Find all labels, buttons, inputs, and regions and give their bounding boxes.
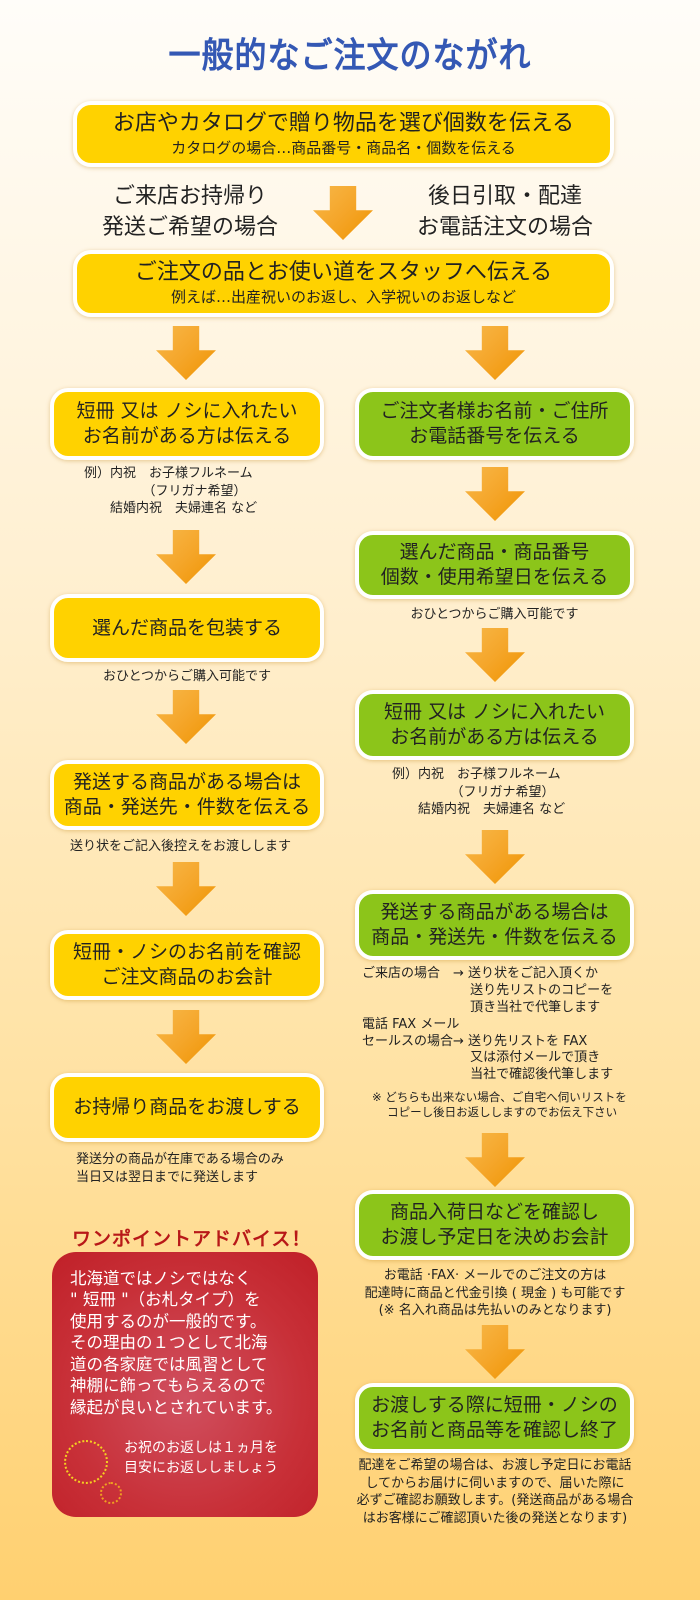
step-label: ご注文者様お名前・ご住所 お電話番号を伝える	[380, 400, 609, 447]
step-label: 短冊 又は ノシに入れたい お名前がある方は伝える	[76, 400, 298, 447]
step-label: 選んだ商品を包装する	[91, 616, 282, 639]
arrow-down-icon	[465, 628, 525, 682]
step-label: 商品入荷日などを確認し お渡し予定日を決めお会計	[380, 1201, 609, 1248]
right-step-3: 短冊 又は ノシに入れたい お名前がある方は伝える	[355, 690, 634, 760]
arrow-down-icon	[156, 862, 216, 916]
arrow-down-icon	[156, 326, 216, 380]
right-note-5: お電話 ·FAX· メールでのご注文の方は 配達時に商品と代金引換 ( 現金 )…	[364, 1268, 626, 1319]
step-label: お持帰り商品をお渡しする	[73, 1096, 301, 1119]
left-step-3: 発送する商品がある場合は 商品・発送先・件数を伝える	[50, 760, 324, 830]
advice-body: 北海道ではノシではなく " 短冊 "（お札タイプ）を 使用するのが一般的です。 …	[70, 1269, 283, 1417]
flower-icon	[64, 1440, 108, 1484]
step-line1: お店やカタログで贈り物品を選び個数を伝える	[112, 110, 575, 136]
route-left-label: ご来店お持帰り 発送ご希望の場合	[101, 184, 278, 240]
step-line2: カタログの場合…商品番号・商品名・個数を伝える	[171, 138, 516, 157]
step-label: お渡しする際に短冊・ノシの お名前と商品等を確認し終了	[370, 1394, 618, 1441]
arrow-down-icon	[465, 1325, 525, 1379]
arrow-down-icon	[313, 186, 373, 240]
right-note-2: おひとつからご購入可能です	[410, 607, 579, 622]
right-note-4: ご来店の場合 → 送り状をご記入頂くか 送り先リストのコピーを 頂き当社で代筆し…	[362, 966, 614, 1083]
route-right-label: 後日引取・配達 お電話注文の場合	[416, 184, 593, 240]
left-step-5: お持帰り商品をお渡しする	[50, 1073, 324, 1142]
step-line2: 例えば…出産祝いのお返し、入学祝いのお返しなど	[170, 288, 516, 307]
step-tell-usage: ご注文の品とお使い道をスタッフへ伝える 例えば…出産祝いのお返し、入学祝いのお返…	[73, 250, 614, 317]
flower-icon	[100, 1482, 122, 1504]
right-step-4: 発送する商品がある場合は 商品・発送先・件数を伝える	[355, 890, 634, 960]
left-note-2: おひとつからご購入可能です	[102, 669, 272, 684]
step-label: 発送する商品がある場合は 商品・発送先・件数を伝える	[63, 771, 311, 818]
right-step-6: お渡しする際に短冊・ノシの お名前と商品等を確認し終了	[355, 1383, 634, 1453]
step-label: 短冊・ノシのお名前を確認 ご注文商品のお会計	[72, 941, 301, 988]
advice-box: 北海道ではノシではなく " 短冊 "（お札タイプ）を 使用するのが一般的です。 …	[52, 1252, 318, 1517]
right-step-5: 商品入荷日などを確認し お渡し予定日を決めお会計	[355, 1190, 634, 1260]
left-step-1: 短冊 又は ノシに入れたい お名前がある方は伝える	[50, 388, 324, 460]
right-step-1: ご注文者様お名前・ご住所 お電話番号を伝える	[355, 388, 634, 460]
arrow-down-icon	[465, 830, 525, 884]
arrow-down-icon	[156, 530, 216, 584]
right-note-3: 例）内祝 お子様フルネーム （フリガナ希望） 結婚内祝 夫婦連名 など	[392, 767, 566, 818]
step-label: 短冊 又は ノシに入れたい お名前がある方は伝える	[383, 701, 606, 748]
step-select-items: お店やカタログで贈り物品を選び個数を伝える カタログの場合…商品番号・商品名・個…	[73, 101, 614, 167]
step-label: 選んだ商品・商品番号 個数・使用希望日を伝える	[380, 541, 609, 588]
arrow-down-icon	[465, 326, 525, 380]
arrow-down-icon	[465, 467, 525, 521]
arrow-down-icon	[156, 690, 216, 744]
arrow-down-icon	[465, 1133, 525, 1187]
right-note-6: 配達をご希望の場合は、お渡し予定日にお電話 してからお届けに伺いますので、届いた…	[356, 1458, 634, 1526]
page-title: 一般的なご注文のながれ	[168, 34, 532, 77]
step-line1: ご注文の品とお使い道をスタッフへ伝える	[134, 260, 553, 286]
left-step-4: 短冊・ノシのお名前を確認 ご注文商品のお会計	[50, 930, 324, 1000]
left-note-5: 発送分の商品が在庫である場合のみ 当日又は翌日までに発送します	[76, 1152, 284, 1185]
right-step-2: 選んだ商品・商品番号 個数・使用希望日を伝える	[355, 531, 634, 599]
advice-tip: お祝のお返しは１ヵ月を 目安にお返ししましょう	[124, 1440, 278, 1477]
left-note-3: 送り状をご記入後控えをお渡しします	[70, 839, 292, 854]
step-label: 発送する商品がある場合は 商品・発送先・件数を伝える	[371, 901, 618, 948]
left-note-1: 例）内祝 お子様フルネーム （フリガナ希望） 結婚内祝 夫婦連名 など	[84, 466, 258, 517]
right-note-4-footnote: ※ どちらも出来ない場合、ご自宅へ伺いリストを コピーし後日お返ししますのでお伝…	[372, 1090, 627, 1119]
left-step-2: 選んだ商品を包装する	[50, 594, 324, 662]
advice-title: ワンポイントアドバイス！	[72, 1228, 312, 1250]
arrow-down-icon	[156, 1010, 216, 1064]
